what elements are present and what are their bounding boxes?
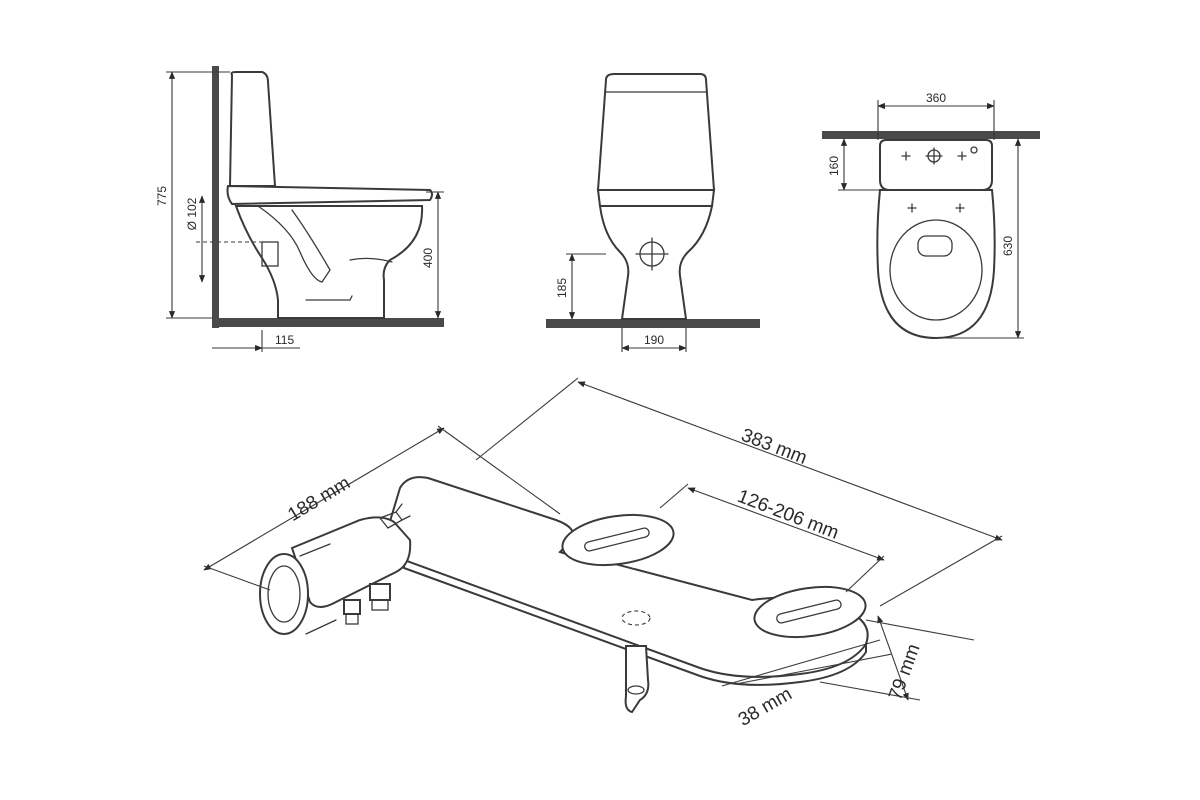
- bidet-valves: [343, 583, 391, 625]
- side-outlet-stub: [261, 241, 279, 267]
- bidet-mount-right: [753, 585, 867, 639]
- top-bowl-inner: [889, 219, 983, 321]
- side-trap: [257, 205, 331, 283]
- bidet-mount-spacing-label: 126-206 mm: [734, 486, 841, 544]
- side-floor: [212, 318, 444, 327]
- top-wall: [822, 131, 1040, 139]
- bidet-plate-edge: [403, 559, 867, 686]
- bidet-housing: [290, 516, 412, 608]
- front-outlet-height-label: 185: [555, 278, 569, 298]
- front-tank: [596, 73, 716, 191]
- bidet-overall-length-label: 383 mm: [738, 425, 810, 469]
- top-tank: [879, 139, 993, 191]
- side-view: 775 Ø 102 400 115: [155, 66, 444, 352]
- side-water-line: [349, 257, 393, 263]
- bidet-plate-width-label: 79 mm: [885, 641, 925, 703]
- bidet-slot-right: [776, 599, 842, 624]
- side-pipe-label: Ø 102: [185, 197, 199, 230]
- bidet-nozzle-hole: [621, 610, 651, 626]
- top-length-label: 630: [1001, 236, 1015, 256]
- side-wall-offset-label: 115: [275, 333, 294, 347]
- bidet-arm-length-label: 188 mm: [284, 473, 354, 526]
- side-height-label: 775: [155, 186, 169, 206]
- bidet-nozzle: [624, 645, 650, 714]
- side-wall: [212, 66, 219, 328]
- front-floor: [546, 319, 760, 328]
- side-seat: [226, 184, 433, 206]
- side-tank: [228, 71, 277, 187]
- top-bowl: [876, 189, 996, 340]
- top-view: 360 160 630: [822, 91, 1040, 340]
- front-view: 185 190: [546, 73, 760, 352]
- front-base-width-label: 190: [644, 333, 664, 347]
- top-tank-depth-label: 160: [827, 156, 841, 176]
- top-tank-width-label: 360: [926, 91, 946, 105]
- side-seat-height-label: 400: [421, 248, 435, 268]
- side-bowl: [234, 205, 424, 319]
- bidet-thickness-label: 38 mm: [735, 684, 796, 731]
- front-bowl: [598, 205, 714, 320]
- front-seat: [596, 189, 716, 207]
- side-outlet-line: [305, 295, 353, 301]
- bidet-attachment: 383 mm 188 mm 126-206 mm 79 mm 38 mm: [203, 377, 1003, 731]
